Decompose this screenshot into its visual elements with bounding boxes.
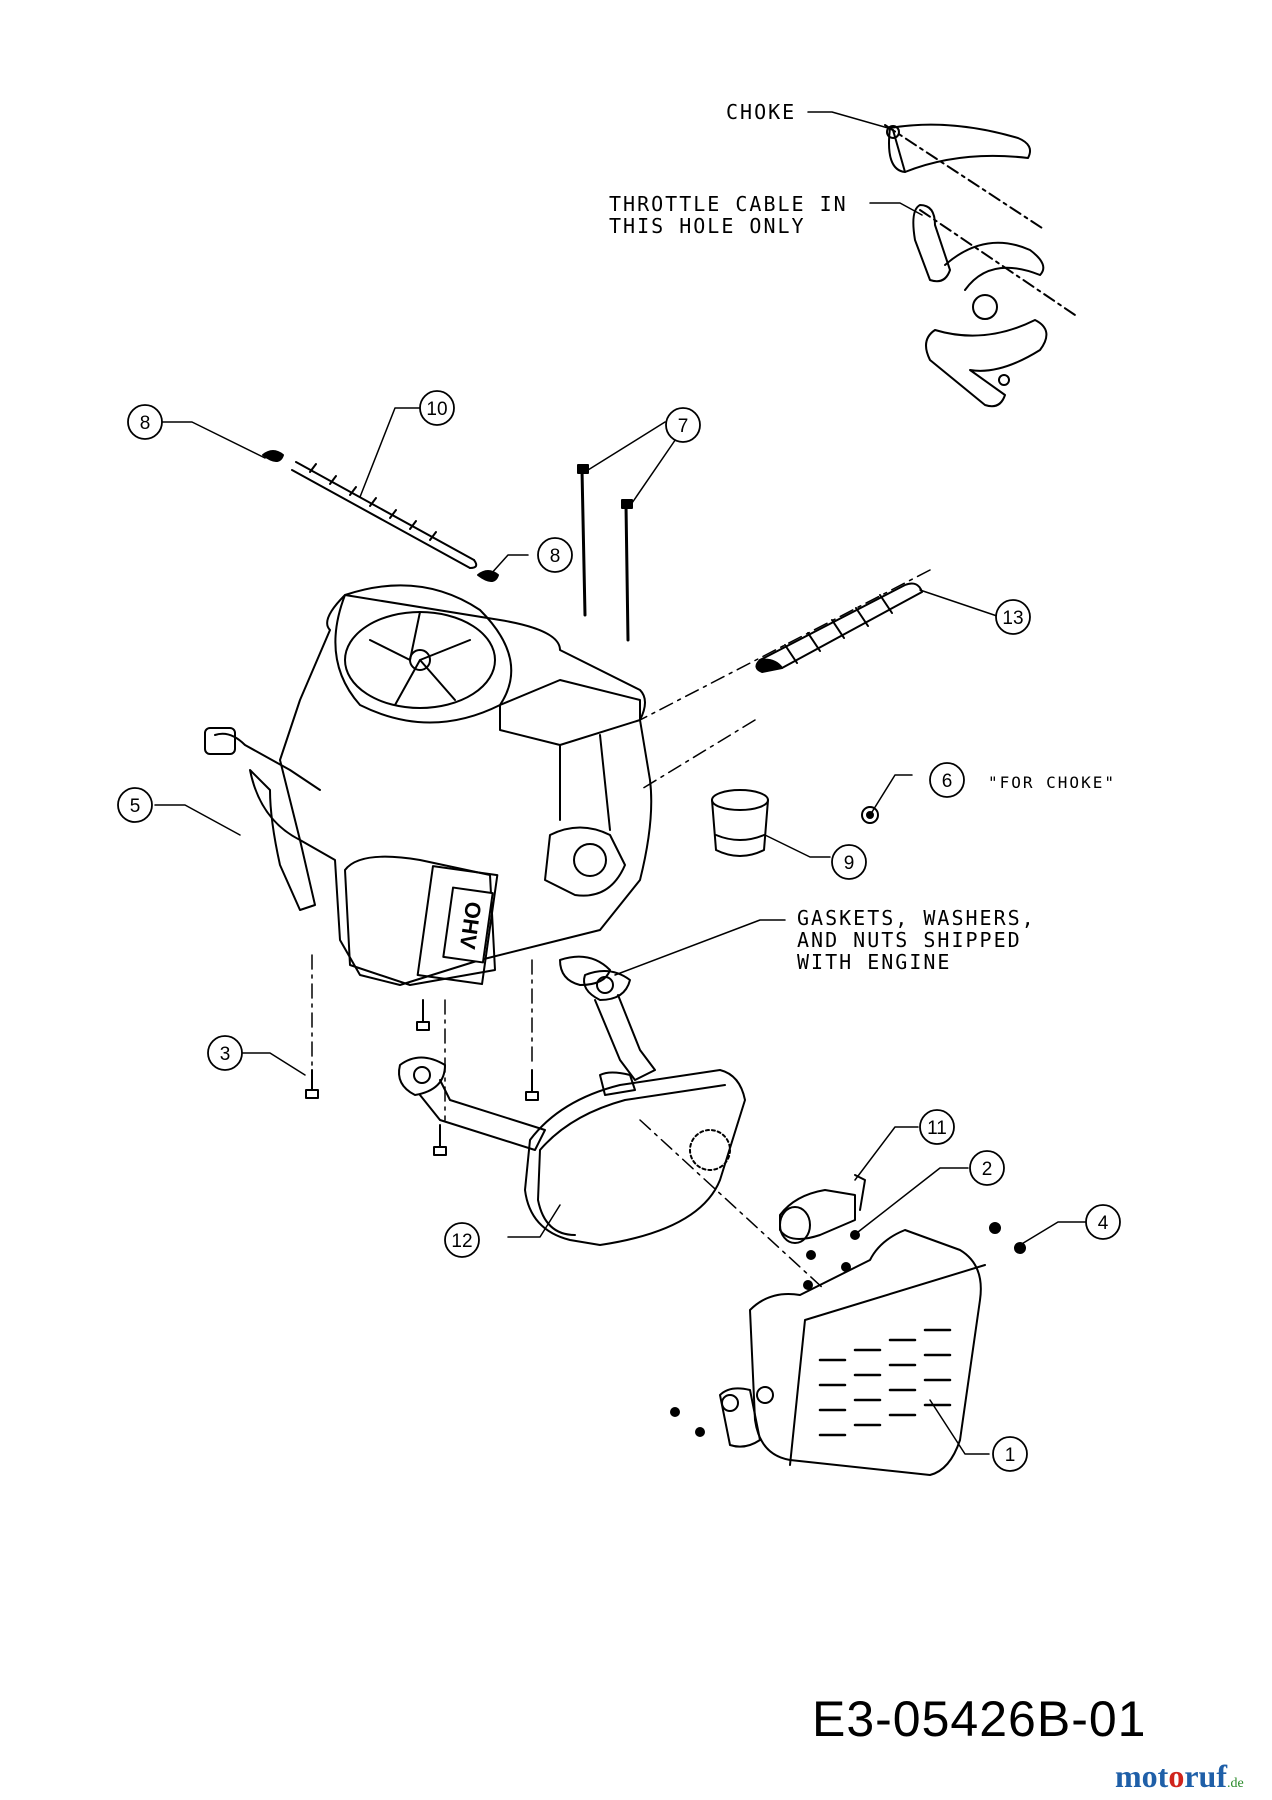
muffler-guard <box>719 1229 986 1476</box>
hose-clamp-upper <box>262 450 284 462</box>
drawing-code: E3-05426B-01 <box>812 1691 1147 1747</box>
svg-text:6: 6 <box>942 771 953 792</box>
bolts <box>305 999 539 1156</box>
callout-leaders <box>154 407 1087 1455</box>
svg-text:2: 2 <box>982 1159 993 1180</box>
svg-text:5: 5 <box>130 796 141 817</box>
svg-text:9: 9 <box>844 853 855 874</box>
muffler <box>524 1069 746 1246</box>
gaskets-note-line3: WITH ENGINE <box>797 950 952 974</box>
callout-8a: 8 <box>127 404 163 440</box>
callout-11: 11 <box>919 1109 955 1145</box>
svg-text:10: 10 <box>426 399 447 420</box>
gaskets-note-line2: AND NUTS SHIPPED <box>797 928 1022 952</box>
callout-3: 3 <box>207 1035 243 1071</box>
choke-note: CHOKE <box>726 100 797 124</box>
exhaust-pipes <box>398 970 656 1151</box>
svg-text:12: 12 <box>451 1231 472 1252</box>
fuel-filter <box>711 789 769 857</box>
callout-4: 4 <box>1085 1204 1121 1240</box>
callout-6: 6 <box>929 762 965 798</box>
watermark-logo: motoruf.de <box>1115 1758 1244 1794</box>
callout-12: 12 <box>444 1222 480 1258</box>
svg-text:3: 3 <box>220 1044 231 1065</box>
svg-text:8: 8 <box>140 413 151 434</box>
choke-nut <box>861 806 879 824</box>
callout-8b: 8 <box>537 537 573 573</box>
callout-1: 1 <box>992 1436 1028 1472</box>
bolt-centerlines <box>311 569 931 1291</box>
callout-2: 2 <box>969 1150 1005 1186</box>
svg-text:7: 7 <box>678 416 689 437</box>
callouts: 8 10 7 8 13 5 6 9 3 12 11 2 4 1 <box>117 390 1121 1472</box>
fuel-line <box>291 461 478 569</box>
callout-5: 5 <box>117 787 153 823</box>
throttle-note-line1: THROTTLE CABLE IN <box>609 192 848 216</box>
cable-ties <box>577 464 633 642</box>
gaskets-note-line1: GASKETS, WASHERS, <box>797 906 1036 930</box>
hose-clamp-lower <box>477 570 499 582</box>
throttle-lever <box>912 204 1048 408</box>
cable-lines <box>884 124 1076 316</box>
svg-text:8: 8 <box>550 546 561 567</box>
screws <box>670 1222 1026 1437</box>
svg-text:13: 13 <box>1002 608 1023 629</box>
engine-badge <box>442 886 494 964</box>
leader-lines <box>807 111 923 216</box>
callout-9: 9 <box>831 844 867 880</box>
callout-10: 10 <box>419 390 455 426</box>
foam-sleeve <box>755 582 923 673</box>
svg-text:1: 1 <box>1005 1445 1016 1466</box>
callout-7: 7 <box>665 407 701 443</box>
svg-text:11: 11 <box>927 1118 947 1139</box>
callout-13: 13 <box>995 599 1031 635</box>
throttle-note-line2: THIS HOLE ONLY <box>609 214 806 238</box>
svg-text:4: 4 <box>1098 1213 1109 1234</box>
for-choke-note: "FOR CHOKE" <box>988 773 1116 792</box>
choke-lever <box>886 123 1031 173</box>
engine <box>204 584 653 986</box>
